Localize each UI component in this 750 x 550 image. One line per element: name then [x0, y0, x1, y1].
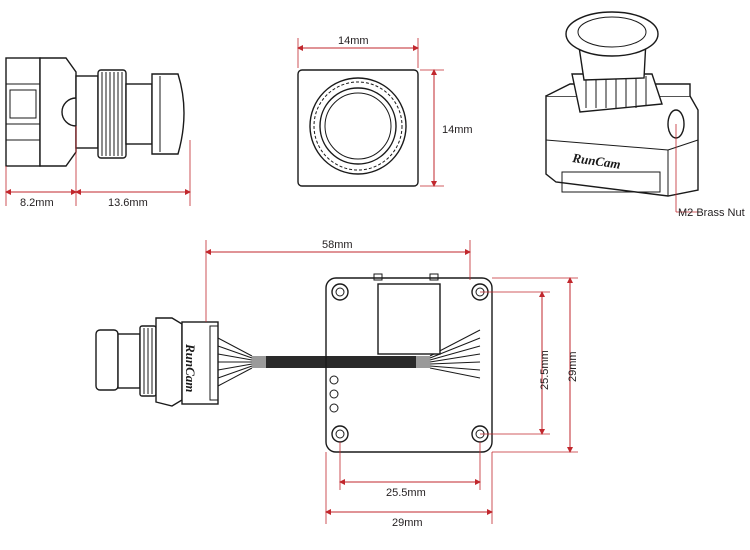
front-view: 14mm 14mm [297, 35, 473, 187]
front-height-label: 14mm [442, 124, 473, 136]
side-length-label: 13.6mm [108, 197, 148, 209]
camera-board-assembly: RunCam [95, 239, 579, 529]
side-width-label: 8.2mm [20, 197, 54, 209]
brass-nut-label: M2 Brass Nut [678, 207, 745, 219]
brand-logo: RunCam [571, 150, 622, 172]
board-width-label: 29mm [392, 517, 423, 529]
board-height-label: 29mm [567, 351, 579, 382]
side-view: 8.2mm 13.6mm [5, 57, 191, 209]
hole-spacing-h-label: 25.5mm [386, 487, 426, 499]
front-width-label: 14mm [338, 35, 369, 47]
overall-length-label: 58mm [322, 239, 353, 251]
hole-spacing-v-label: 25.5mm [539, 350, 551, 390]
assembly-brand-logo: RunCam [183, 343, 198, 392]
perspective-view: RunCam M2 Brass Nut [545, 11, 745, 219]
